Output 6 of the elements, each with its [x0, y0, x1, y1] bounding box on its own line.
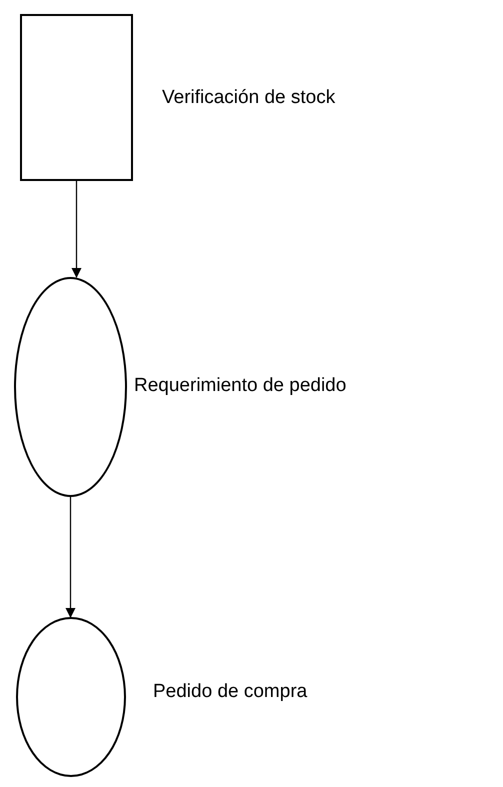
node-label: Requerimiento de pedido [134, 374, 346, 398]
arrow [72, 181, 82, 278]
arrow [66, 497, 76, 618]
node-label: Verificación de stock [162, 86, 336, 110]
process-box [20, 14, 133, 181]
node-label: Pedido de compra [153, 680, 308, 704]
